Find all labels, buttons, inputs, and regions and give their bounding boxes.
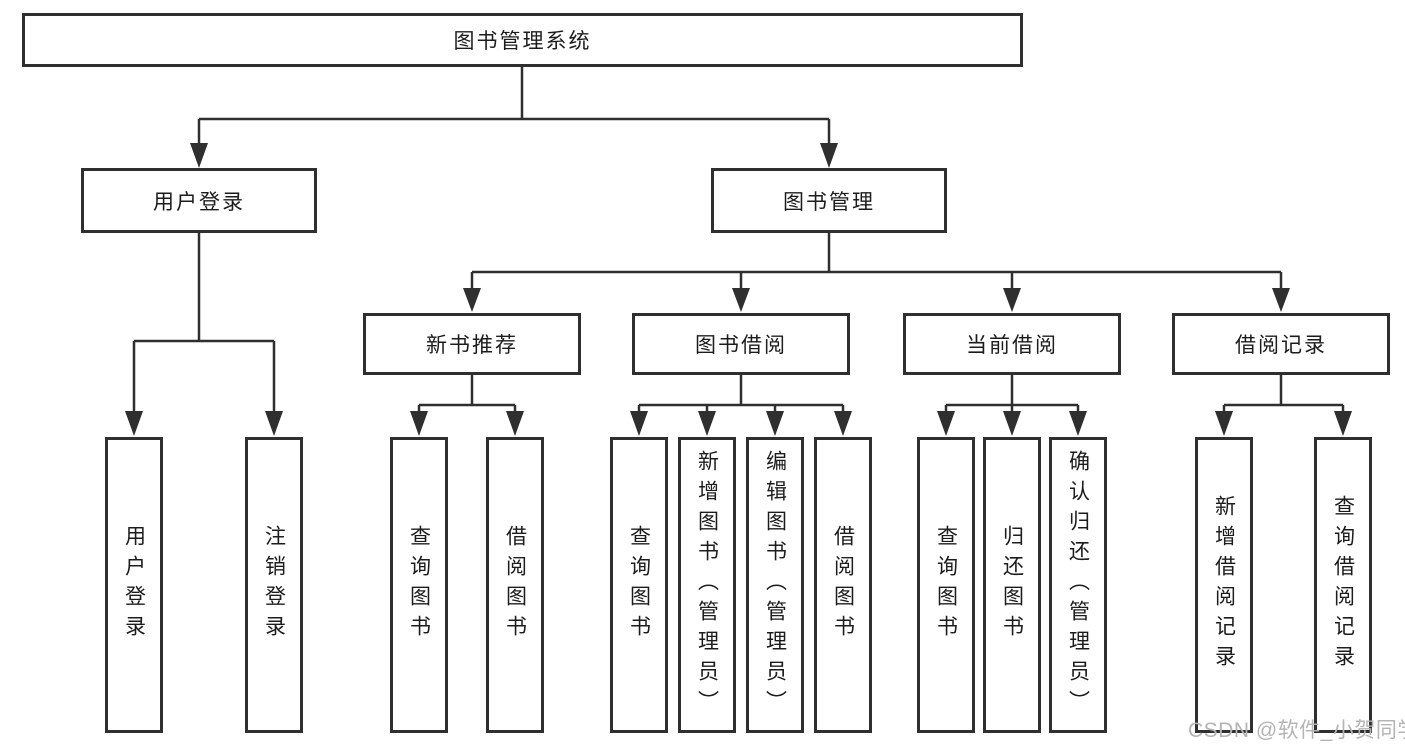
leaf-logout: 注销登录 xyxy=(245,437,303,733)
node-root: 图书管理系统 xyxy=(22,13,1023,67)
leaf-query-books-current: 查询图书 xyxy=(917,437,975,733)
watermark: CSDN @软件_小贺同学 xyxy=(1188,719,1405,742)
leaf-query-books-borrowing: 查询图书 xyxy=(610,437,668,733)
leaf-add-book-admin: 新增图书（管理员） xyxy=(678,437,736,733)
leaf-user-login: 用户登录 xyxy=(105,437,163,733)
leaf-edit-book-admin: 编辑图书（管理员） xyxy=(746,437,804,733)
node-user-login: 用户登录 xyxy=(81,168,317,233)
node-borrow-records: 借阅记录 xyxy=(1172,313,1390,375)
leaf-query-books-recommend: 查询图书 xyxy=(390,437,448,733)
leaf-borrow-books-borrowing: 借阅图书 xyxy=(814,437,872,733)
leaf-query-borrow-record: 查询借阅记录 xyxy=(1314,437,1372,733)
leaf-return-book: 归还图书 xyxy=(983,437,1041,733)
node-book-management: 图书管理 xyxy=(711,168,947,233)
node-current-borrowing: 当前借阅 xyxy=(903,313,1121,375)
node-book-borrowing: 图书借阅 xyxy=(632,313,850,375)
node-new-book-recommend: 新书推荐 xyxy=(363,313,581,375)
leaf-borrow-books-recommend: 借阅图书 xyxy=(486,437,544,733)
leaf-add-borrow-record: 新增借阅记录 xyxy=(1195,437,1253,733)
leaf-confirm-return-admin: 确认归还（管理员） xyxy=(1049,437,1107,733)
